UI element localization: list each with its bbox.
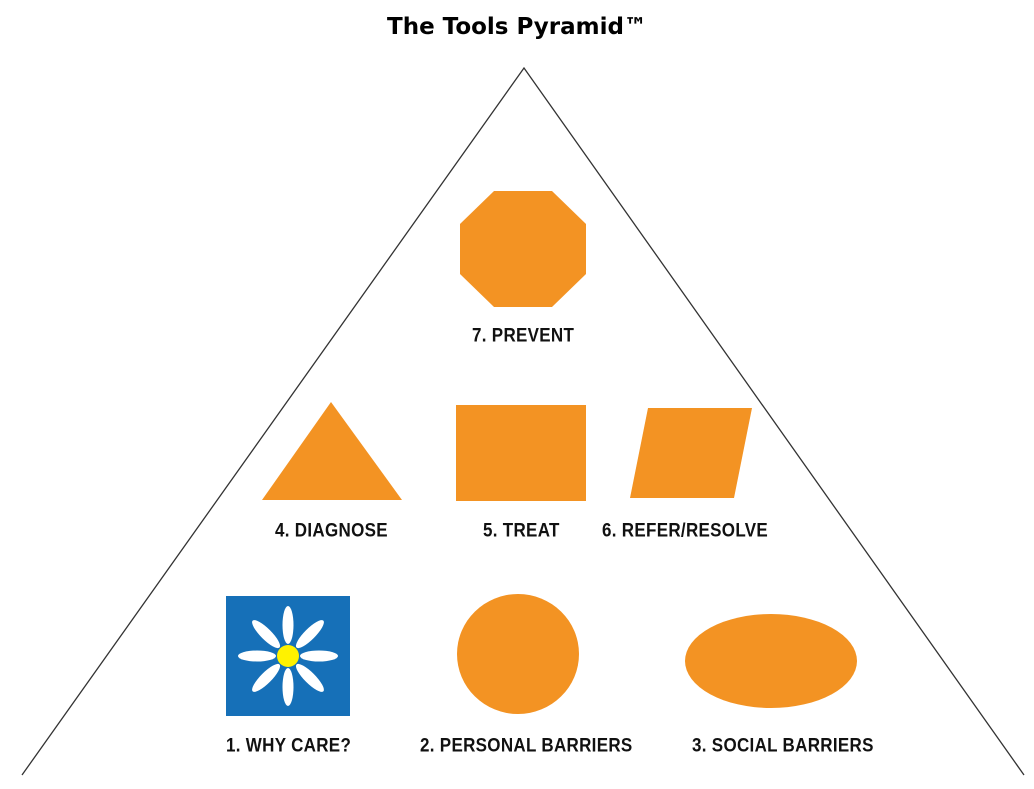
page-title: The Tools Pyramid™	[387, 14, 647, 40]
tool-label-refer-resolve: 6. REFER/RESOLVE	[602, 519, 769, 542]
square-icon	[456, 405, 586, 501]
daisy-icon	[226, 596, 350, 716]
parallelogram-icon	[630, 408, 752, 498]
circle-icon	[457, 594, 579, 714]
tool-label-why-care: 1. WHY CARE?	[226, 734, 352, 757]
tool-label-diagnose: 4. DIAGNOSE	[275, 519, 388, 542]
tool-label-social-barriers: 3. SOCIAL BARRIERS	[692, 734, 874, 757]
triangle-icon	[262, 402, 402, 500]
tool-label-treat: 5. TREAT	[483, 519, 560, 542]
octagon-icon	[460, 191, 586, 307]
tool-label-prevent: 7. PREVENT	[472, 324, 575, 347]
tool-label-personal-barriers: 2. PERSONAL BARRIERS	[420, 734, 633, 757]
oval-icon	[685, 614, 857, 708]
